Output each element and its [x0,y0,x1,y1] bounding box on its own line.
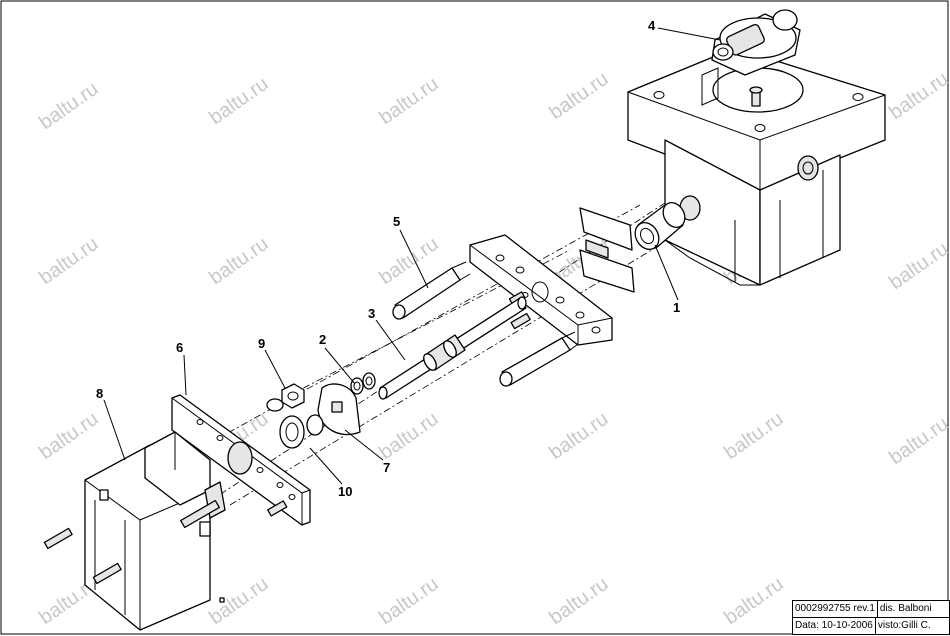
hex-nut [266,383,305,412]
watermark: baltu.ru [545,68,612,124]
watermark: baltu.ru [205,73,272,129]
callout-1: 1 [673,300,680,315]
standoff-spacers [392,261,579,387]
callout-10: 10 [338,484,352,499]
callout-2: 2 [319,332,326,347]
callout-leaders [103,27,721,485]
watermark: baltu.ru [375,408,442,464]
watermark: baltu.ru [885,238,950,294]
watermark: baltu.ru [885,68,950,124]
housing-block [627,9,886,286]
watermark: baltu.ru [720,408,787,464]
watermark: baltu.ru [35,233,102,289]
watermark: baltu.ru [375,73,442,129]
drawing-number: 0002992755 rev.1 [795,603,875,614]
title-block-row: 0002992755 rev.1 dis. Balboni [793,601,949,617]
callout-3: 3 [368,306,375,321]
watermark: baltu.ru [35,78,102,134]
watermark: baltu.ru [545,573,612,629]
mounting-bracket [469,234,613,346]
callout-9: 9 [258,336,265,351]
drive-shaft [378,296,527,400]
shaft-coupling [279,414,324,449]
bushing [634,202,686,250]
title-block-row: Data: 10-10-2006 visto:Gilli C. [793,617,949,634]
watermark: baltu.ru [720,573,787,629]
watermark: baltu.ru [205,573,272,629]
checked-by: visto:Gilli C. [874,618,933,634]
callout-6: 6 [176,340,183,355]
drawing-date: Data: 10-10-2006 [795,620,873,631]
gasket-plates [579,207,635,293]
mounting-plate [171,394,311,526]
callout-7: 7 [383,460,390,475]
watermark: baltu.ru [205,233,272,289]
actuator-motor [43,431,226,631]
title-block: 0002992755 rev.1 dis. Balboni Data: 10-1… [792,600,950,635]
callout-4: 4 [648,18,656,33]
callout-8: 8 [96,386,103,401]
watermark: baltu.ru [545,408,612,464]
watermark: baltu.ru [375,573,442,629]
callout-labels: 1 2 3 4 5 6 7 8 9 10 [96,18,680,499]
callout-5: 5 [393,214,400,229]
drawn-by: dis. Balboni [876,601,934,617]
watermark: baltu.ru [35,408,102,464]
o-rings [350,372,376,395]
watermark: baltu.ru [885,413,950,469]
